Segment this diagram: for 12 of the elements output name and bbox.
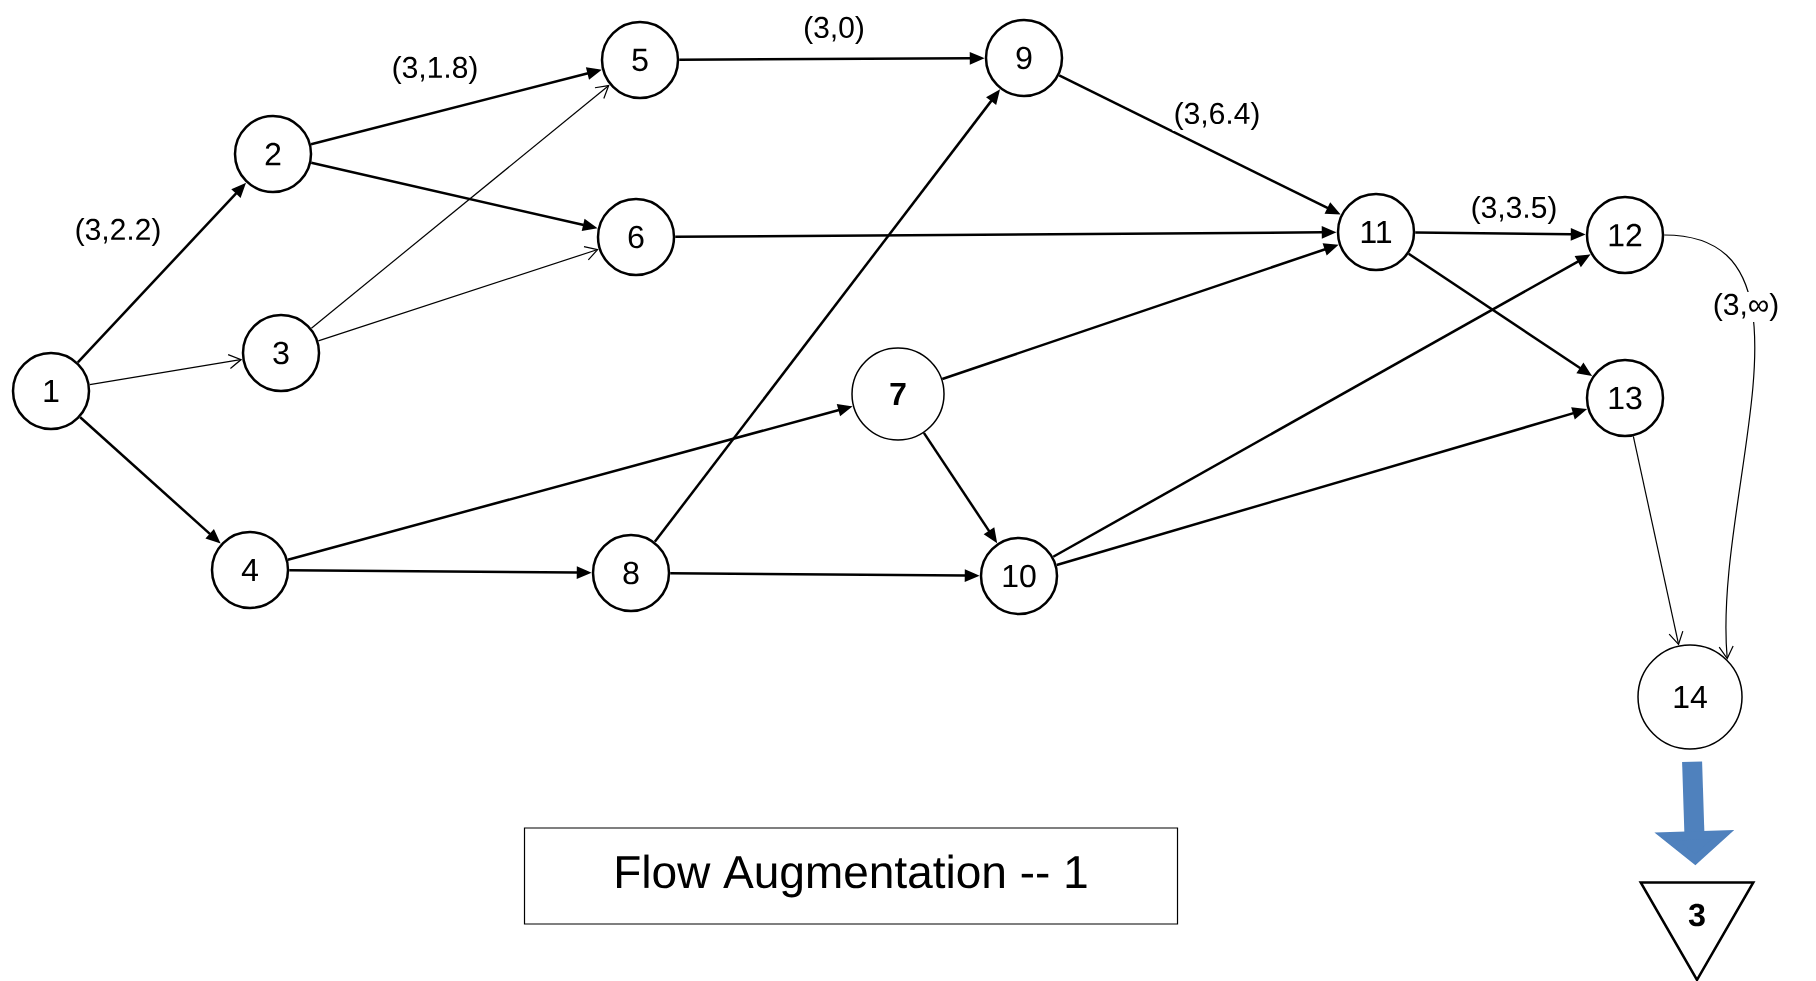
arrow xyxy=(310,84,610,329)
edge-label: (3,1.8) xyxy=(390,55,480,85)
edge-label: (3,3.5) xyxy=(1469,195,1559,225)
title-box: Flow Augmentation -- 1 xyxy=(523,827,1179,925)
arrow xyxy=(1663,234,1756,660)
edge-label: (3,6.4) xyxy=(1172,101,1262,131)
edge-label: (3,2.2) xyxy=(73,217,163,247)
arrow xyxy=(317,246,599,342)
edge-label: (3,∞) xyxy=(1711,292,1781,322)
arrow xyxy=(89,354,243,386)
edge-label: (3,0) xyxy=(802,15,866,45)
arrow xyxy=(1632,435,1684,646)
